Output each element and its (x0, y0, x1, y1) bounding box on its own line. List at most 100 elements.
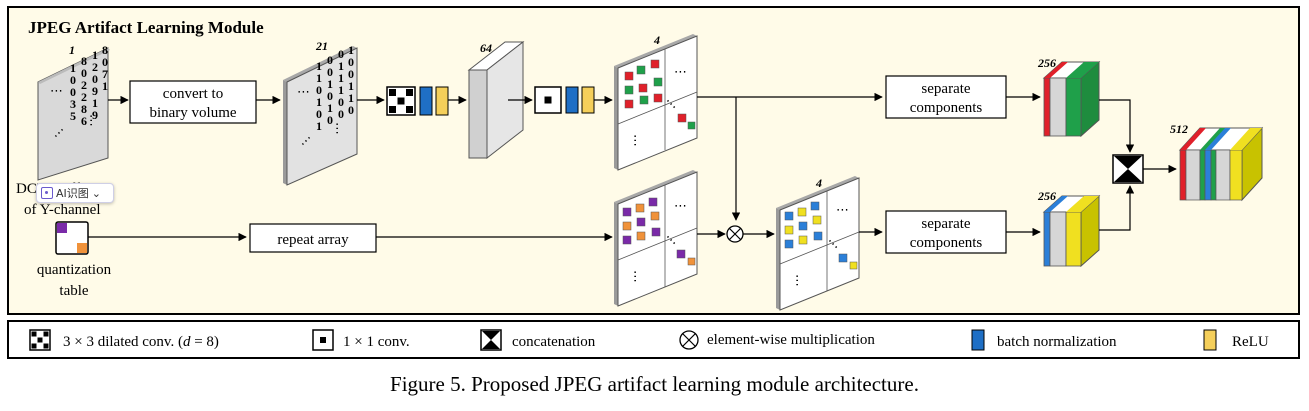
product-ellipsis-v: ⋯ (789, 274, 804, 287)
legend-frame (7, 320, 1300, 359)
arrow-top256-to-concat (1099, 99, 1135, 153)
ai-recognize-button[interactable]: AI识图 ⌄ (36, 183, 114, 203)
svg-text:1: 1 (327, 77, 333, 91)
repeated-array-volume (614, 170, 698, 307)
channel-count-top4: 4 (653, 33, 660, 47)
svg-text:0: 0 (316, 83, 322, 97)
svg-text:1: 1 (316, 119, 322, 133)
svg-text:1: 1 (316, 71, 322, 85)
svg-text:3: 3 (70, 97, 76, 111)
svg-text:0: 0 (327, 53, 333, 67)
svg-text:1: 1 (327, 101, 333, 115)
svg-text:0: 0 (348, 55, 354, 69)
svg-text:0: 0 (327, 113, 333, 127)
svg-text:1: 1 (316, 95, 322, 109)
separate-top-line2: components (910, 100, 983, 116)
channel-count-out512: 512 (1170, 122, 1188, 136)
repeat-label: repeat array (277, 232, 349, 248)
ai-scan-icon (41, 187, 53, 199)
svg-text:8: 8 (81, 102, 87, 116)
concat-operator-icon (1112, 154, 1144, 184)
svg-text:1: 1 (102, 79, 108, 93)
channel-count-bottom4: 4 (815, 176, 822, 190)
quantization-table (55, 221, 89, 255)
legend-concat-icon (480, 329, 502, 351)
svg-text:9: 9 (92, 108, 98, 122)
svg-text:5: 5 (70, 109, 76, 123)
svg-text:0: 0 (81, 66, 87, 80)
svg-text:1: 1 (338, 71, 344, 85)
output512-volume (1178, 126, 1264, 202)
quant-label-line1: quantization (37, 262, 112, 278)
channel-count-bot256: 256 (1037, 189, 1056, 203)
svg-text:0: 0 (338, 95, 344, 109)
binary-ellipsis-v: ⋯ (329, 122, 344, 135)
bn-block-1 (419, 86, 433, 116)
bottom-ellipsis-v: ⋯ (627, 270, 642, 283)
relu-block-2 (581, 86, 595, 114)
svg-text:1: 1 (316, 59, 322, 73)
separate-box-top (885, 75, 1007, 119)
svg-text:0: 0 (327, 89, 333, 103)
binary-ellipsis-h: ⋯ (297, 85, 310, 100)
legend-relu-label: ReLU (1232, 334, 1269, 350)
svg-text:1: 1 (338, 83, 344, 97)
binary-volume (283, 46, 358, 186)
svg-text:6: 6 (81, 114, 87, 128)
legend-multiply-label: element-wise multiplication (707, 332, 875, 348)
svg-text:8: 8 (81, 54, 87, 68)
svg-text:0: 0 (348, 67, 354, 81)
convert-label-line1: convert to (163, 86, 223, 102)
separate-bottom-line2: components (910, 235, 983, 251)
separate-box-bottom (885, 210, 1007, 254)
convert-box (129, 80, 257, 124)
svg-text:9: 9 (92, 84, 98, 98)
bn-block-2 (565, 86, 579, 114)
svg-text:0: 0 (348, 103, 354, 117)
chevron-down-icon: ⌄ (91, 186, 101, 200)
svg-text:1: 1 (338, 59, 344, 73)
svg-text:0: 0 (338, 47, 344, 61)
svg-text:8: 8 (102, 43, 108, 57)
svg-text:1: 1 (348, 91, 354, 105)
svg-text:0: 0 (92, 72, 98, 86)
svg-text:1: 1 (92, 96, 98, 110)
top4-volume (614, 34, 698, 171)
legend-dilated-label: 3 × 3 dilated conv. (d = 8) (63, 334, 219, 350)
svg-text:2: 2 (81, 90, 87, 104)
top256-volume (1042, 60, 1101, 138)
multiply-operator-icon (726, 225, 744, 243)
svg-text:0: 0 (102, 55, 108, 69)
legend-bn-swatch (971, 329, 985, 351)
convert-label-line2: binary volume (149, 105, 236, 121)
module-title: JPEG Artifact Learning Module (28, 18, 264, 37)
top4-ellipsis-h: ⋯ (674, 65, 687, 80)
legend-dilated-icon (29, 329, 51, 351)
quant-label-line2: table (59, 283, 88, 299)
legend-multiply-icon (679, 330, 699, 350)
channel-count-input: 1 (69, 43, 75, 57)
bottom-ellipsis-h: ⋯ (674, 199, 687, 214)
svg-text:0: 0 (316, 107, 322, 121)
svg-text:2: 2 (81, 78, 87, 92)
bottom256-volume (1042, 194, 1101, 268)
dct-ellipsis-h: ⋯ (50, 84, 63, 99)
legend-conv1x1-icon (312, 329, 334, 351)
svg-text:1: 1 (348, 43, 354, 57)
legend-conv1x1-label: 1 × 1 conv. (343, 334, 410, 350)
separate-bottom-line1: separate (921, 216, 970, 232)
legend-relu-swatch (1203, 329, 1217, 351)
channel-count-conv64: 64 (480, 41, 492, 55)
legend-concat-label: concatenation (512, 334, 596, 350)
channel-count-binary: 21 (315, 39, 328, 53)
svg-text:1: 1 (348, 79, 354, 93)
product-ellipsis-h: ⋯ (836, 203, 849, 218)
svg-text:7: 7 (102, 67, 108, 81)
separate-top-line1: separate (921, 81, 970, 97)
figure-caption: Figure 5. Proposed JPEG artifact learnin… (390, 372, 919, 396)
dct-input-volume (37, 47, 110, 181)
relu-block-1 (435, 86, 449, 116)
svg-text:1: 1 (92, 48, 98, 62)
